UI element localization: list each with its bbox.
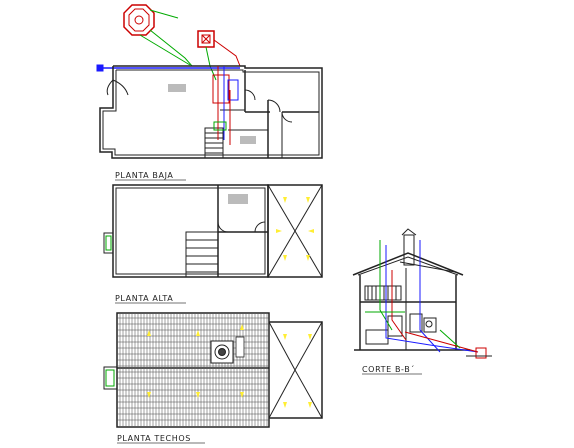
slope-arrow-icon <box>240 324 244 330</box>
drainage-line <box>139 34 191 66</box>
slope-arrow-icon <box>283 402 287 408</box>
slope-arrows-alta <box>276 197 314 261</box>
slope-arrow-icon <box>196 392 200 398</box>
slope-arrow-icon <box>306 255 310 261</box>
septic-tank-icon <box>123 4 155 36</box>
corte-section <box>352 228 492 359</box>
door-swing-icon <box>281 111 293 123</box>
slope-arrows-techos <box>147 324 312 408</box>
slope-arrow-icon <box>308 402 312 408</box>
slope-arrow-icon <box>240 392 244 398</box>
inspection-box-icon <box>197 30 215 48</box>
slope-arrow-icon <box>147 392 151 398</box>
title-planta-techos: PLANTA TECHOS <box>117 434 191 443</box>
slope-arrow-icon <box>147 330 151 336</box>
roof-wing-techos <box>268 321 323 419</box>
slope-arrow-icon <box>196 330 200 336</box>
title-corte: CORTE B-B´ <box>362 364 415 374</box>
drainage-line <box>149 9 179 19</box>
drainage-line <box>149 29 193 67</box>
slope-arrow-icon <box>283 197 287 203</box>
slope-arrow-icon <box>308 229 314 233</box>
planta-alta-plan <box>103 184 323 278</box>
planta-techos-plan <box>103 312 270 428</box>
planta-baja-plan <box>96 4 323 159</box>
slope-arrow-icon <box>308 334 312 340</box>
title-planta-alta: PLANTA ALTA <box>115 294 173 303</box>
door-swing-icon <box>267 99 281 113</box>
slope-arrow-icon <box>283 255 287 261</box>
roof-tile-hatch <box>117 314 269 426</box>
slope-arrow-icon <box>276 229 282 233</box>
slope-arrow-icon <box>283 334 287 340</box>
door-swing-icon <box>244 89 256 101</box>
slope-arrow-icon <box>306 197 310 203</box>
title-planta-baja: PLANTA BAJA <box>115 171 173 180</box>
drainage-line <box>213 39 241 67</box>
chimney-icon <box>210 340 234 364</box>
